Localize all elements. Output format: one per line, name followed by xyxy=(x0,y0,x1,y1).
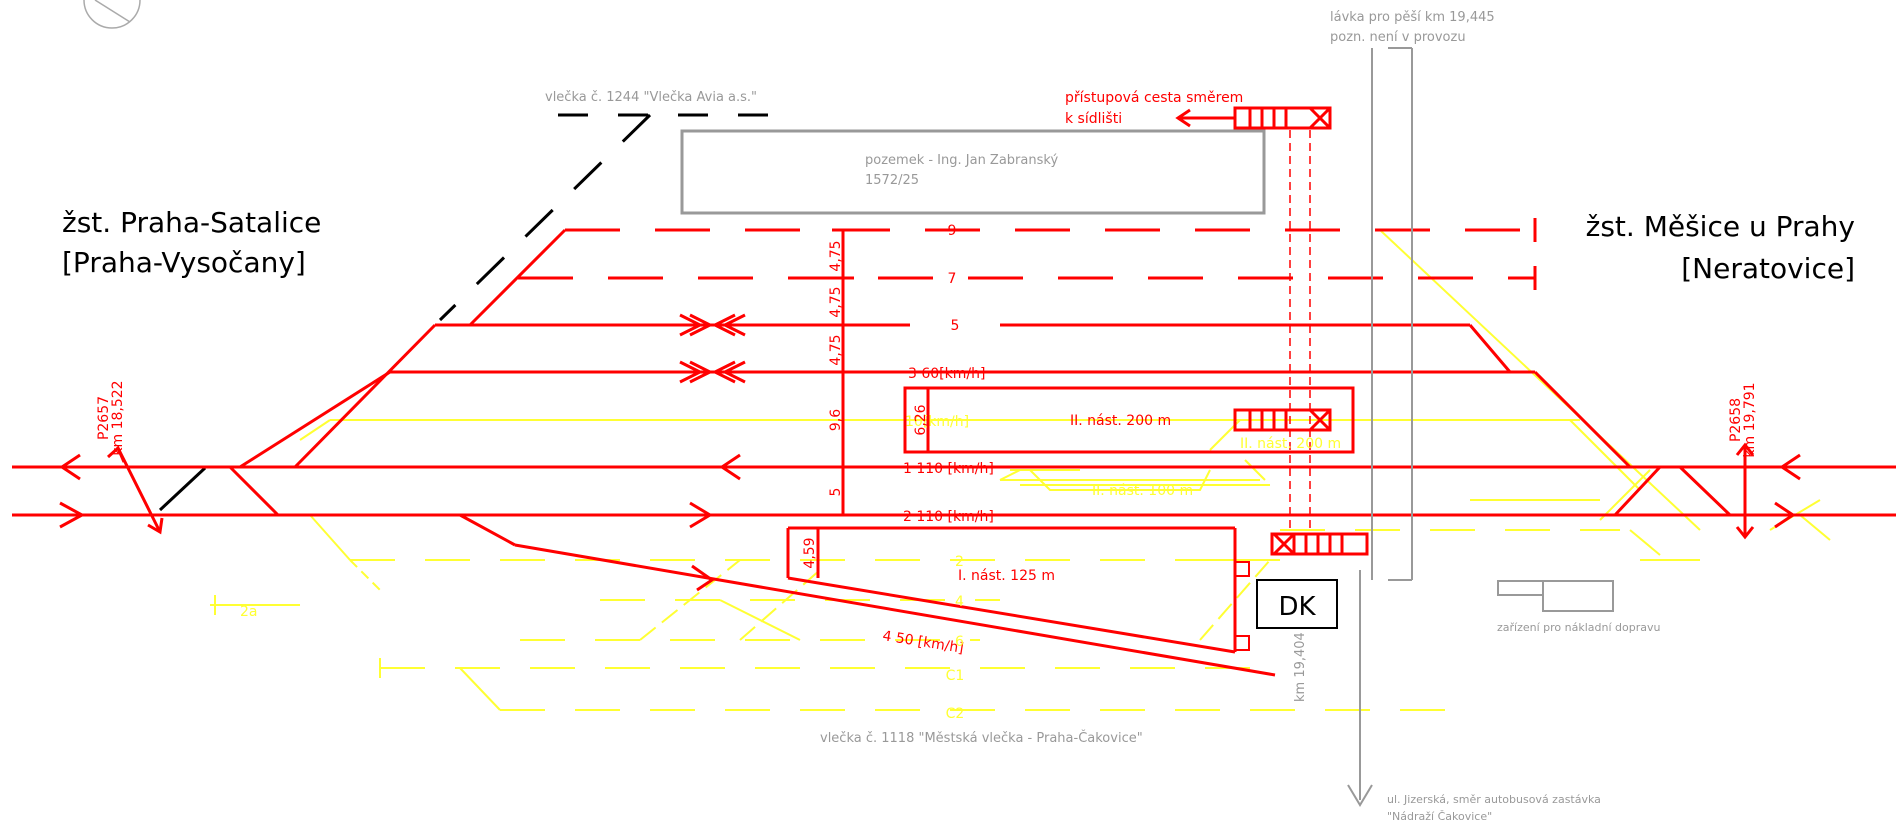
signal-right-km: km 19,791 xyxy=(1742,382,1758,457)
note-street-2: "Nádraží Čakovice" xyxy=(1387,810,1492,823)
note-footbridge-2: pozn. není v provozu xyxy=(1330,30,1466,45)
track-2-label: 2 110 [km/h] xyxy=(903,509,994,525)
siding-avia xyxy=(158,113,790,512)
distance-7: 4,59 xyxy=(802,537,818,568)
track-5-label: 5 xyxy=(951,318,960,334)
platform-yel-label: II. nást. 100 m xyxy=(1092,483,1193,499)
note-siding-1244: vlečka č. 1244 "Vlečka Avia a.s." xyxy=(545,90,757,105)
note-access-1: přístupová cesta směrem xyxy=(1065,90,1243,106)
track-3-label: 3 60[km/h] xyxy=(908,366,985,382)
compass-icon xyxy=(83,0,141,29)
secondary-tracks xyxy=(210,229,1831,711)
distance-5: 5 xyxy=(828,488,844,497)
note-plot-1: pozemek - Ing. Jan Zabranský xyxy=(865,153,1058,168)
signal-left-id: P2657 xyxy=(96,396,112,440)
distance-1: 4,75 xyxy=(828,240,844,271)
station-left-name: žst. Praha-Satalice xyxy=(62,206,321,239)
platform-2y-label: II. nást. 200 m xyxy=(1240,436,1341,452)
signal-right-id: P2658 xyxy=(1728,398,1744,442)
track-2a-label: 2a xyxy=(240,604,258,620)
track-y2-label: 2 xyxy=(955,554,964,570)
track-10-label: 10[km/h] xyxy=(905,414,969,430)
distance-6: 6,26 xyxy=(913,404,929,435)
station-left-sub: [Praha-Vysočany] xyxy=(62,246,306,279)
dk-label: DK xyxy=(1278,592,1316,622)
note-street-1: ul. Jizerská, směr autobusová zastávka xyxy=(1387,793,1601,806)
note-km-dk: km 19,404 xyxy=(1293,632,1308,702)
track-4-label: 4 50 [km/h] xyxy=(881,628,964,657)
track-7-label: 7 xyxy=(948,271,957,287)
track-y4-label: 4 xyxy=(955,594,964,610)
notes-geometry xyxy=(680,47,1614,807)
track-c2-label: C2 xyxy=(946,706,965,722)
platform-2-label: II. nást. 200 m xyxy=(1070,413,1171,429)
track-y6-label: 6 xyxy=(955,634,964,650)
track-c1-label: C1 xyxy=(946,668,965,684)
distance-3: 4,75 xyxy=(828,334,844,365)
note-footbridge-1: lávka pro pěší km 19,445 xyxy=(1330,10,1495,25)
track-1-label: 1 110 [km/h] xyxy=(903,461,994,477)
station-right-sub: [Neratovice] xyxy=(1681,252,1855,285)
main-tracks xyxy=(12,106,1896,677)
track-9-label: 9 xyxy=(948,223,957,239)
distance-4: 9,6 xyxy=(828,409,844,431)
signal-left-km: km 18,522 xyxy=(110,380,126,455)
note-access-2: k sídlišti xyxy=(1065,111,1122,127)
platform-1-label: I. nást. 125 m xyxy=(958,568,1055,584)
note-plot-2: 1572/25 xyxy=(865,173,919,188)
note-siding-1118: vlečka č. 1118 "Městská vlečka - Praha-Č… xyxy=(820,730,1143,746)
note-freight: zařízení pro nákladní dopravu xyxy=(1497,621,1660,634)
station-right-name: žst. Měšice u Prahy xyxy=(1586,210,1855,243)
distance-2: 4,75 xyxy=(828,286,844,317)
